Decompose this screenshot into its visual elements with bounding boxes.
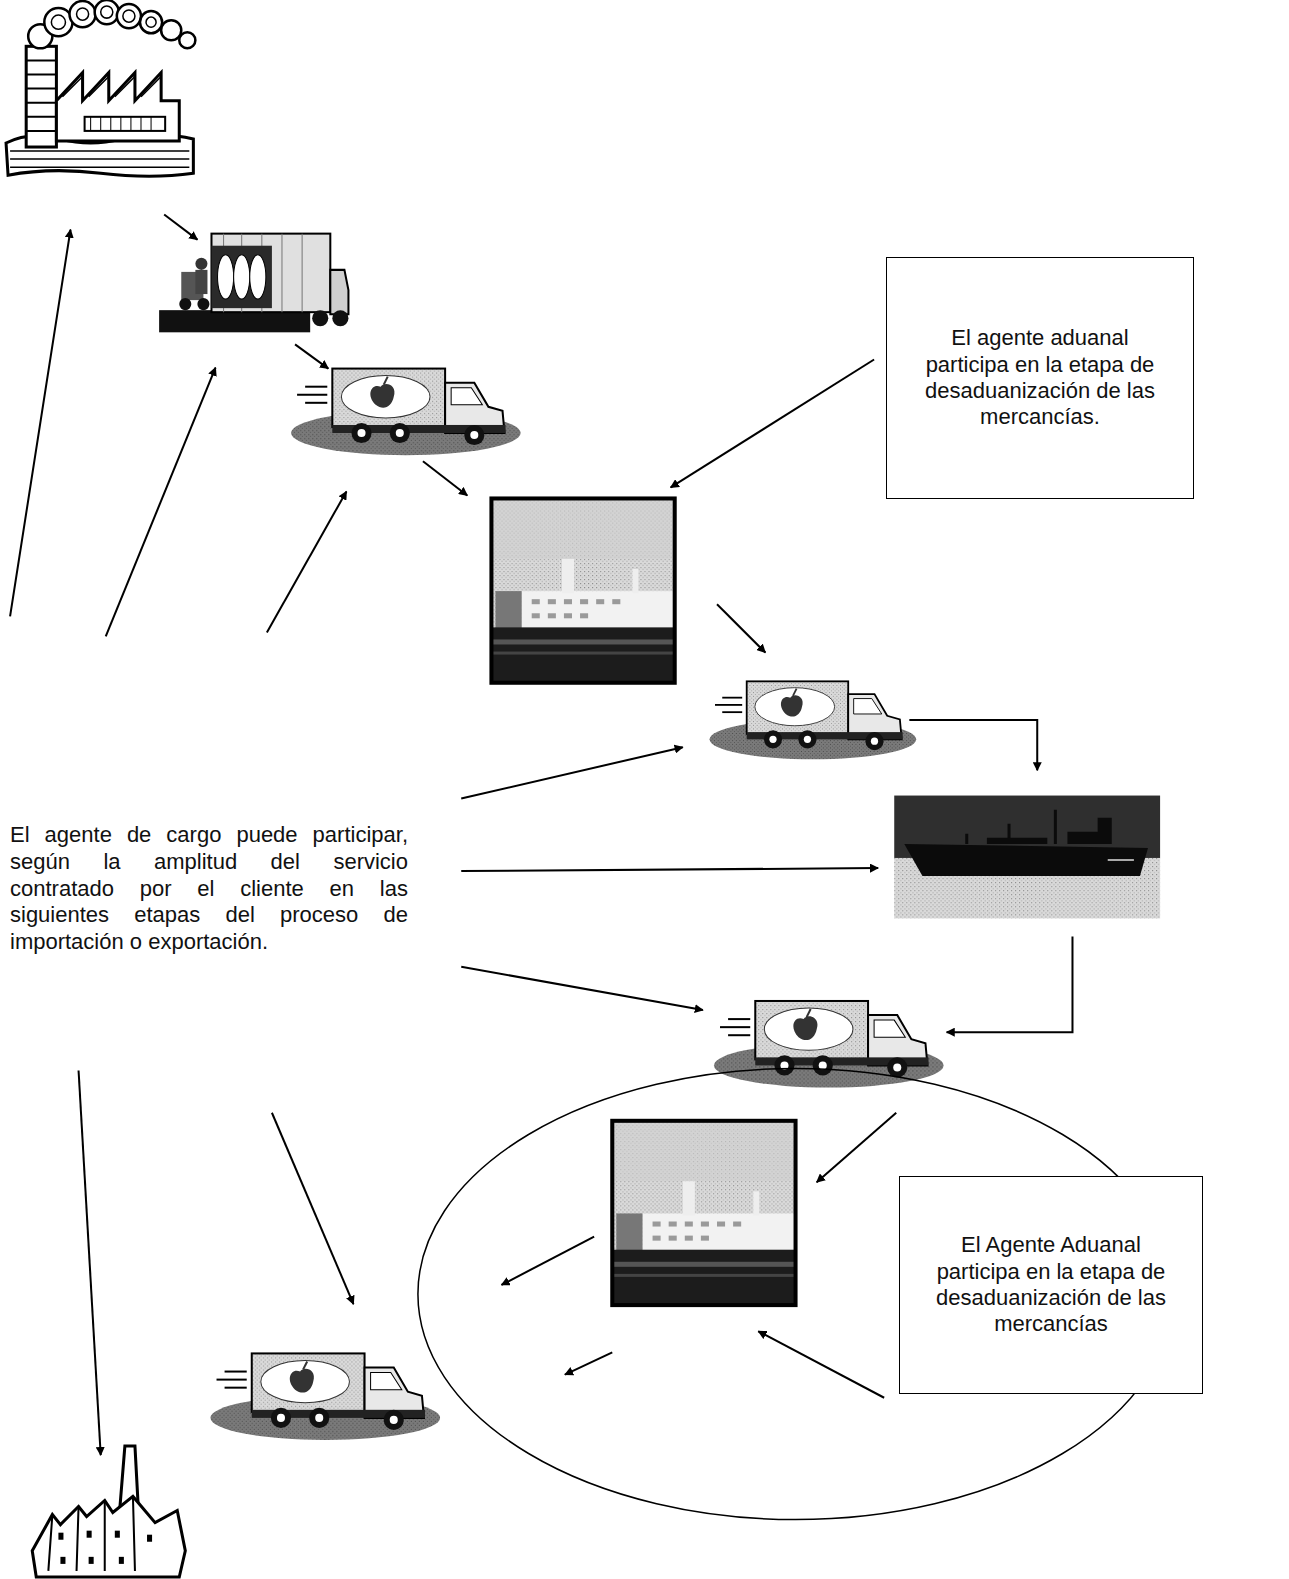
flow-arrows (461, 747, 683, 798)
flow-arrows (272, 1113, 354, 1304)
factory-illustration (179, 32, 195, 48)
flow-arrows (164, 214, 197, 239)
factory-illustration (32, 1446, 185, 1577)
flow-arrows (79, 1070, 101, 1455)
factory-illustration (91, 117, 151, 131)
flow-arrows (947, 937, 1073, 1033)
factory-illustration (28, 0, 195, 48)
warehouse-illustration (612, 1121, 795, 1305)
note-content: El agente aduanal participa en la etapa … (909, 325, 1171, 431)
description-text: El agente de cargo puede participar, seg… (10, 822, 408, 956)
factory-illustration (26, 60, 56, 130)
loading-truck-illustration (332, 310, 348, 326)
flow-arrows (295, 344, 328, 368)
flow-arrows (758, 1331, 884, 1397)
factory-illustration (146, 17, 156, 27)
flow-arrows (106, 368, 216, 637)
note-content: El Agente Aduanal participa en la etapa … (922, 1232, 1180, 1338)
flow-arrows (461, 868, 878, 871)
truck-illustration (710, 681, 917, 759)
flow-arrows (502, 1237, 595, 1285)
loading-truck-illustration (197, 298, 209, 310)
ship-illustration (1067, 818, 1111, 844)
factory-illustration (60, 1557, 65, 1564)
factory-illustration (51, 15, 65, 29)
factory-illustration (87, 1531, 92, 1538)
factory-illustration (77, 8, 89, 20)
loading-truck-illustration (218, 255, 234, 299)
factory-illustration (69, 1, 95, 27)
factory-illustration (6, 0, 195, 176)
ship-illustration (894, 796, 1160, 919)
flow-arrows (423, 461, 467, 495)
loading-truck-illustration (179, 298, 191, 310)
loading-truck-illustration (211, 234, 330, 313)
truck-illustration (291, 369, 521, 456)
factory-illustration (101, 6, 113, 18)
factory-illustration (117, 4, 141, 28)
factory-illustration (26, 46, 56, 147)
factory-illustration (115, 1531, 120, 1538)
factory-illustration (51, 6, 156, 29)
flow-arrows (461, 967, 703, 1010)
factory-illustration (48, 1496, 135, 1571)
truck-illustration (714, 1001, 944, 1088)
ship-illustration (987, 838, 1047, 844)
factory-illustration (89, 1557, 94, 1564)
factory-illustration (123, 10, 135, 22)
factory-illustration (147, 1535, 152, 1542)
factory-illustration (62, 77, 161, 97)
loading-truck-illustration (234, 255, 250, 299)
note-box: El agente aduanal participa en la etapa … (886, 257, 1194, 499)
factory-illustration (95, 0, 119, 24)
flow-arrows (267, 491, 347, 632)
warehouse-illustration (491, 498, 674, 682)
truck-illustration (210, 1353, 440, 1440)
loading-truck-illustration (195, 258, 207, 270)
flow-arrows (10, 230, 70, 617)
factory-illustration (32, 1496, 185, 1577)
loading-truck-illustration (218, 255, 266, 299)
flow-arrows (817, 1113, 897, 1182)
flow-arrows (565, 1352, 612, 1374)
ship-illustration (1108, 859, 1134, 861)
note-text: El Agente Aduanal participa en la etapa … (922, 1232, 1180, 1338)
loading-truck-illustration (195, 270, 207, 294)
factory-illustration (58, 1533, 63, 1540)
loading-truck-illustration (330, 270, 348, 314)
loading-truck-illustration (159, 234, 348, 333)
factory-illustration (44, 8, 72, 36)
loading-truck-illustration (211, 246, 271, 308)
note-box: El Agente Aduanal participa en la etapa … (899, 1176, 1203, 1394)
factory-illustration (10, 151, 189, 167)
ship-illustration (967, 810, 1056, 844)
factory-illustration (161, 20, 181, 40)
flow-arrows (717, 604, 765, 652)
factory-illustration (140, 11, 162, 33)
flow-arrows (909, 720, 1037, 770)
loading-truck-illustration (159, 310, 310, 332)
loading-truck-illustration (250, 255, 266, 299)
factory-illustration (56, 73, 179, 141)
loading-truck-illustration (312, 310, 328, 326)
flow-arrows (671, 360, 874, 488)
factory-illustration (119, 1557, 124, 1564)
note-text: El agente aduanal participa en la etapa … (909, 325, 1171, 431)
factory-illustration (85, 117, 166, 131)
ship-illustration (904, 844, 1148, 876)
factory-illustration (58, 1531, 152, 1564)
